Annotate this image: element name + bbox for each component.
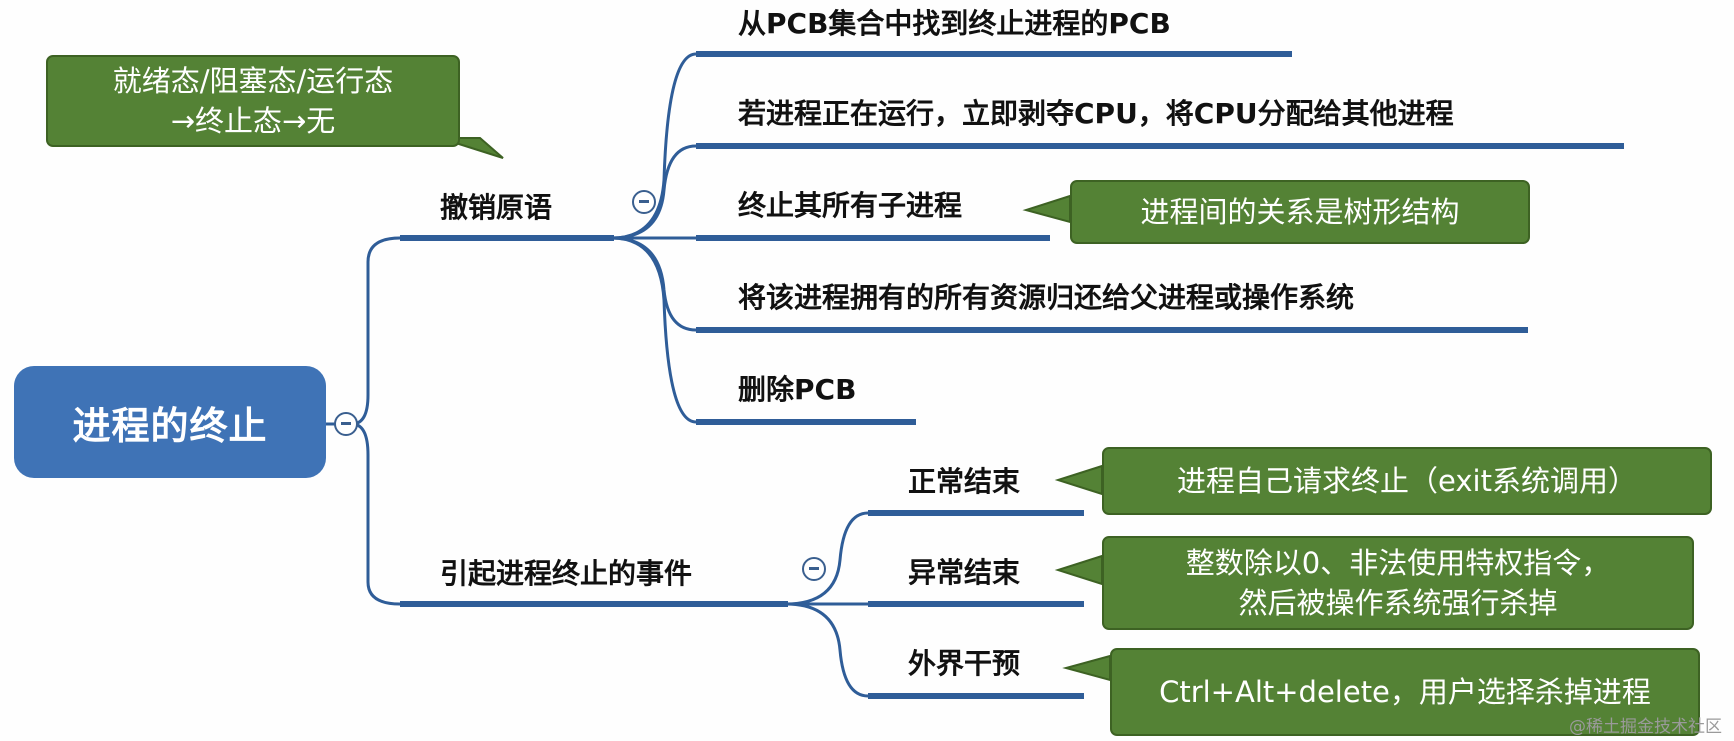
event-external-intervention-underline — [868, 693, 1084, 699]
root-node[interactable]: 进程的终止 — [14, 366, 326, 478]
callout-states-line-2: →终止态→无 — [170, 104, 336, 138]
note-normal-exit: 进程自己请求终止（exit系统调用） — [1102, 447, 1712, 515]
note-abnormal-exit-line-2: 然后被操作系统强行杀掉 — [1238, 586, 1558, 620]
callout-states: 就绪态/阻塞态/运行态 →终止态→无 — [46, 55, 460, 147]
note-external-intervention: Ctrl+Alt+delete，用户选择杀掉进程 — [1110, 648, 1700, 736]
root-node-label: 进程的终止 — [72, 403, 268, 448]
callout-pointer-tree — [1022, 194, 1071, 224]
step-find-pcb-underline — [696, 51, 1292, 57]
connector-b1-c5 — [611, 236, 697, 424]
watermark: @稀土掘金技术社区 — [1569, 717, 1722, 737]
step-terminate-children-underline — [696, 235, 1050, 241]
event-normal-exit-underline — [868, 510, 1084, 516]
note-process-tree: 进程间的关系是树形结构 — [1070, 180, 1530, 244]
event-abnormal-exit[interactable]: 异常结束 — [908, 556, 1021, 589]
connector-b2-c1 — [785, 511, 869, 606]
step-return-resources[interactable]: 将该进程拥有的所有资源归还给父进程或操作系统 — [738, 281, 1355, 314]
event-external-intervention[interactable]: 外界干预 — [908, 647, 1021, 680]
connector-b1-c4 — [611, 236, 697, 332]
connector-b1-c1 — [611, 52, 697, 240]
step-delete-pcb-underline — [696, 419, 916, 425]
branch-termination-events-underline — [400, 601, 788, 607]
connector-b1-c2 — [611, 144, 697, 240]
event-abnormal-exit-underline — [868, 601, 1084, 607]
branch-termination-events[interactable]: 引起进程终止的事件 — [440, 557, 693, 590]
step-delete-pcb[interactable]: 删除PCB — [738, 373, 857, 406]
note-process-tree-text: 进程间的关系是树形结构 — [1140, 195, 1460, 229]
collapse-toggle-termination-events[interactable] — [802, 557, 826, 581]
branch-revoke-primitive[interactable]: 撤销原语 — [440, 191, 553, 224]
callout-pointer-external — [1062, 654, 1111, 682]
connector-b2-c3 — [785, 602, 869, 698]
note-external-intervention-text: Ctrl+Alt+delete，用户选择杀掉进程 — [1159, 675, 1651, 709]
connector-root-branch2 — [351, 422, 401, 606]
step-return-resources-underline — [696, 327, 1528, 333]
step-terminate-children[interactable]: 终止其所有子进程 — [738, 189, 963, 222]
callout-pointer-abnormal — [1054, 554, 1103, 586]
callout-pointer-normal — [1054, 464, 1103, 496]
note-abnormal-exit-line-1: 整数除以0、非法使用特权指令， — [1185, 546, 1611, 580]
note-normal-exit-text: 进程自己请求终止（exit系统调用） — [1177, 464, 1637, 498]
step-preempt-cpu-underline — [696, 143, 1624, 149]
branch-revoke-primitive-underline — [400, 235, 614, 241]
step-preempt-cpu[interactable]: 若进程正在运行，立即剥夺CPU，将CPU分配给其他进程 — [738, 97, 1454, 130]
note-abnormal-exit: 整数除以0、非法使用特权指令， 然后被操作系统强行杀掉 — [1102, 536, 1694, 630]
collapse-toggle-root[interactable] — [334, 412, 358, 436]
connector-root-branch1 — [351, 236, 401, 426]
collapse-toggle-revoke-primitive[interactable] — [632, 190, 656, 214]
callout-states-line-1: 就绪态/阻塞态/运行态 — [112, 64, 394, 98]
event-normal-exit[interactable]: 正常结束 — [908, 465, 1021, 498]
step-find-pcb[interactable]: 从PCB集合中找到终止进程的PCB — [738, 7, 1171, 40]
